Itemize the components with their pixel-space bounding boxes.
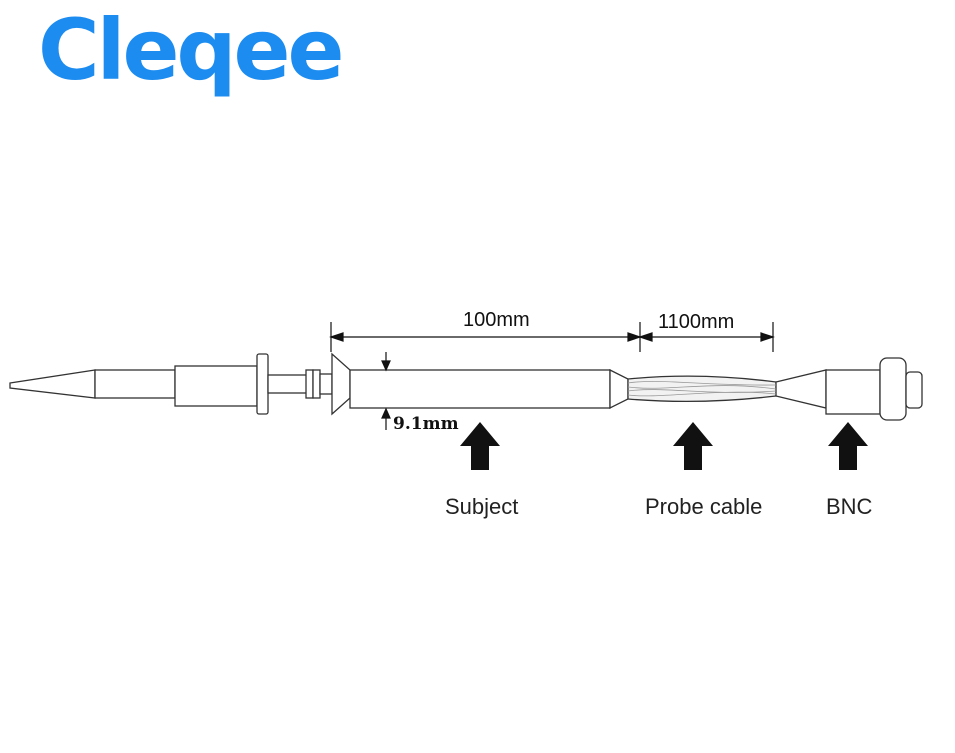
cable-strands <box>627 380 777 397</box>
dim-arrow-3 <box>638 332 653 342</box>
finger-guard <box>331 352 351 416</box>
grip-section <box>174 365 258 407</box>
body-diameter-label: 9.1mm <box>393 414 459 434</box>
cable-arrow <box>673 422 713 470</box>
subject-label: Subject <box>445 494 519 519</box>
probe-cable <box>627 375 777 403</box>
dim-arrow-1 <box>329 332 344 342</box>
bnc-end <box>905 371 923 409</box>
shaft <box>267 374 309 394</box>
shaft-ring-2 <box>312 369 321 399</box>
dim-arrow-4 <box>760 332 775 342</box>
body-taper <box>609 368 629 410</box>
dia-arrow-top <box>381 360 391 372</box>
dia-arrow-bottom <box>381 407 391 419</box>
shaft-ring-1 <box>305 369 314 399</box>
bnc-knurl <box>879 357 907 421</box>
dim-arrow-2 <box>627 332 642 342</box>
probe-cable-label: Probe cable <box>645 494 763 519</box>
bnc-body <box>825 369 881 415</box>
tip-sleeve <box>94 369 176 399</box>
probe-tip <box>9 369 96 399</box>
subject-arrow <box>460 422 500 470</box>
cable-length-label: 1100mm <box>658 311 735 333</box>
shaft-neck <box>319 373 333 395</box>
cable-strain-relief <box>775 369 827 409</box>
probe-body <box>349 369 611 409</box>
brand-logo: Cleqee <box>38 1 344 99</box>
bnc-label: BNC <box>826 494 873 519</box>
bnc-arrow <box>828 422 868 470</box>
body-length-label: 100mm <box>463 309 530 331</box>
grip-collar <box>256 353 269 415</box>
